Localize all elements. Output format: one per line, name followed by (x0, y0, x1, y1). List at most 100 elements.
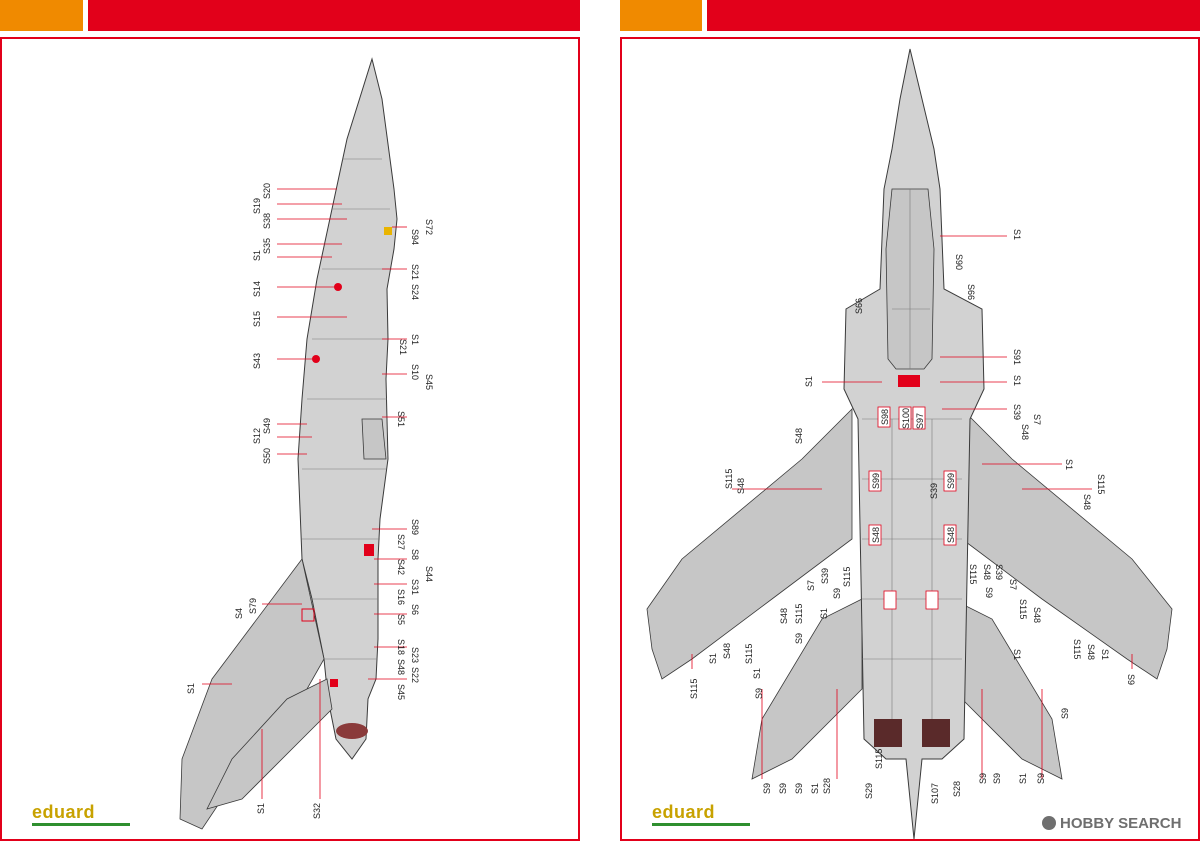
callout-label: S1 (1012, 229, 1022, 240)
top-view-labels: S1 S90 S66 S66 S91 S1 S1 S98 S100 S97 S3… (689, 229, 1136, 804)
right-header-orange (620, 0, 702, 31)
callout-label: S99 (946, 473, 956, 489)
side-view-leaders (202, 188, 407, 799)
left-header-orange (0, 0, 83, 31)
top-view-drawing: S1 S90 S66 S66 S91 S1 S1 S98 S100 S97 S3… (646, 48, 1173, 839)
callout-label: S21 (398, 339, 408, 355)
callout-label: S99 (871, 473, 881, 489)
canopy-frame (892, 189, 930, 369)
left-stabilizer (751, 598, 863, 780)
callout-label: S9 (1060, 708, 1070, 719)
callout-label: S115 (794, 604, 804, 624)
callout-label: S48 (794, 428, 804, 444)
callout-label: S9 (762, 783, 772, 794)
callout-label: S22 (410, 667, 420, 683)
watermark-text: HOBBY SEARCH (1060, 815, 1182, 832)
callout-label: S48 (1086, 644, 1096, 660)
callout-label: S115 (874, 749, 884, 769)
callout-label: S1 (1012, 375, 1022, 386)
callout-label: S9 (1126, 674, 1136, 685)
callout-label: S90 (954, 254, 964, 270)
right-exhaust (922, 719, 950, 747)
callout-label: S39 (929, 483, 939, 499)
callout-label: S1 (708, 653, 718, 664)
callout-label: S10 (410, 364, 420, 380)
callout-label: S48 (1032, 607, 1042, 623)
callout-label: S1 (256, 803, 266, 814)
callout-label: S31 (410, 579, 420, 595)
callout-label: S48 (871, 527, 881, 543)
right-stabilizer (951, 598, 1063, 780)
callout-label: S115 (1018, 599, 1028, 619)
callout-label: S7 (1008, 579, 1018, 590)
callout-label: S115 (744, 644, 754, 664)
tail-fin (179, 558, 325, 830)
side-view-labels: S20 S19 S38 S35 S1 S14 S15 S43 S49 S12 S… (186, 183, 434, 819)
callout-label: S91 (1012, 349, 1022, 365)
panel-lines-top (862, 418, 962, 739)
right-header-red (707, 0, 1200, 31)
callout-label: S9 (794, 783, 804, 794)
left-wing (646, 408, 853, 680)
eduard-logo-bar (32, 823, 130, 826)
fuselage-side (297, 57, 398, 760)
callout-label: S48 (982, 564, 992, 580)
callout-label: S5 (396, 614, 406, 625)
callout-label: S115 (968, 564, 978, 584)
callout-label: S48 (1020, 424, 1030, 440)
callout-label: S9 (992, 773, 1002, 784)
callout-label: S20 (262, 183, 272, 199)
callout-label: S28 (952, 781, 962, 797)
callout-label: S12 (252, 428, 262, 444)
callout-label: S1 (1064, 459, 1074, 470)
callout-label: S51 (396, 411, 406, 427)
callout-label: S6 (410, 604, 420, 615)
callout-label: S66 (966, 284, 976, 300)
callout-label: S115 (1096, 474, 1106, 494)
callout-label: S9 (832, 588, 842, 599)
callout-label: S66 (854, 298, 864, 314)
callout-label: S48 (736, 478, 746, 494)
callout-label: S9 (778, 783, 788, 794)
callout-label: S29 (864, 783, 874, 799)
side-view-drawing: S20 S19 S38 S35 S1 S14 S15 S43 S49 S12 S… (179, 57, 434, 830)
callout-label: S1 (410, 334, 420, 345)
callout-label: S115 (1072, 639, 1082, 659)
callout-label: S48 (946, 527, 956, 543)
callout-label: S115 (842, 567, 852, 587)
callout-label: S1 (252, 250, 262, 261)
panel-lines-side (302, 158, 392, 660)
callout-label: S1 (1018, 773, 1028, 784)
callout-label: S1 (810, 783, 820, 794)
callout-label: S97 (915, 413, 925, 429)
callout-label: S1 (186, 683, 196, 694)
callout-label: S19 (252, 198, 262, 214)
callout-label: S18 (396, 639, 406, 655)
callout-label: S72 (424, 219, 434, 235)
callout-label: S27 (396, 534, 406, 550)
callout-label: S9 (984, 587, 994, 598)
callout-label: S4 (234, 608, 244, 619)
hobby-search-watermark: HOBBY SEARCH (1042, 815, 1181, 832)
callout-label: S50 (262, 448, 272, 464)
callout-label: S48 (396, 659, 406, 675)
exhaust-nozzle (336, 723, 368, 739)
callout-label: S7 (1032, 414, 1042, 425)
callout-label: S14 (252, 281, 262, 297)
callout-label: S38 (262, 213, 272, 229)
eduard-logo-bar (652, 823, 750, 826)
marking-red-cross (364, 544, 374, 556)
callout-label: S115 (689, 679, 699, 699)
callout-label: S39 (820, 568, 830, 584)
callout-label: S9 (794, 633, 804, 644)
callout-label: S79 (248, 598, 258, 614)
callout-label: S23 (410, 647, 420, 663)
left-header-red (88, 0, 580, 31)
eduard-logo: eduard (652, 802, 716, 822)
callout-label: S43 (252, 353, 262, 369)
callout-label: S9 (978, 773, 988, 784)
callout-label: S45 (424, 374, 434, 390)
callout-label: S32 (312, 803, 322, 819)
callout-label: S16 (396, 589, 406, 605)
callout-label: S1 (752, 668, 762, 679)
